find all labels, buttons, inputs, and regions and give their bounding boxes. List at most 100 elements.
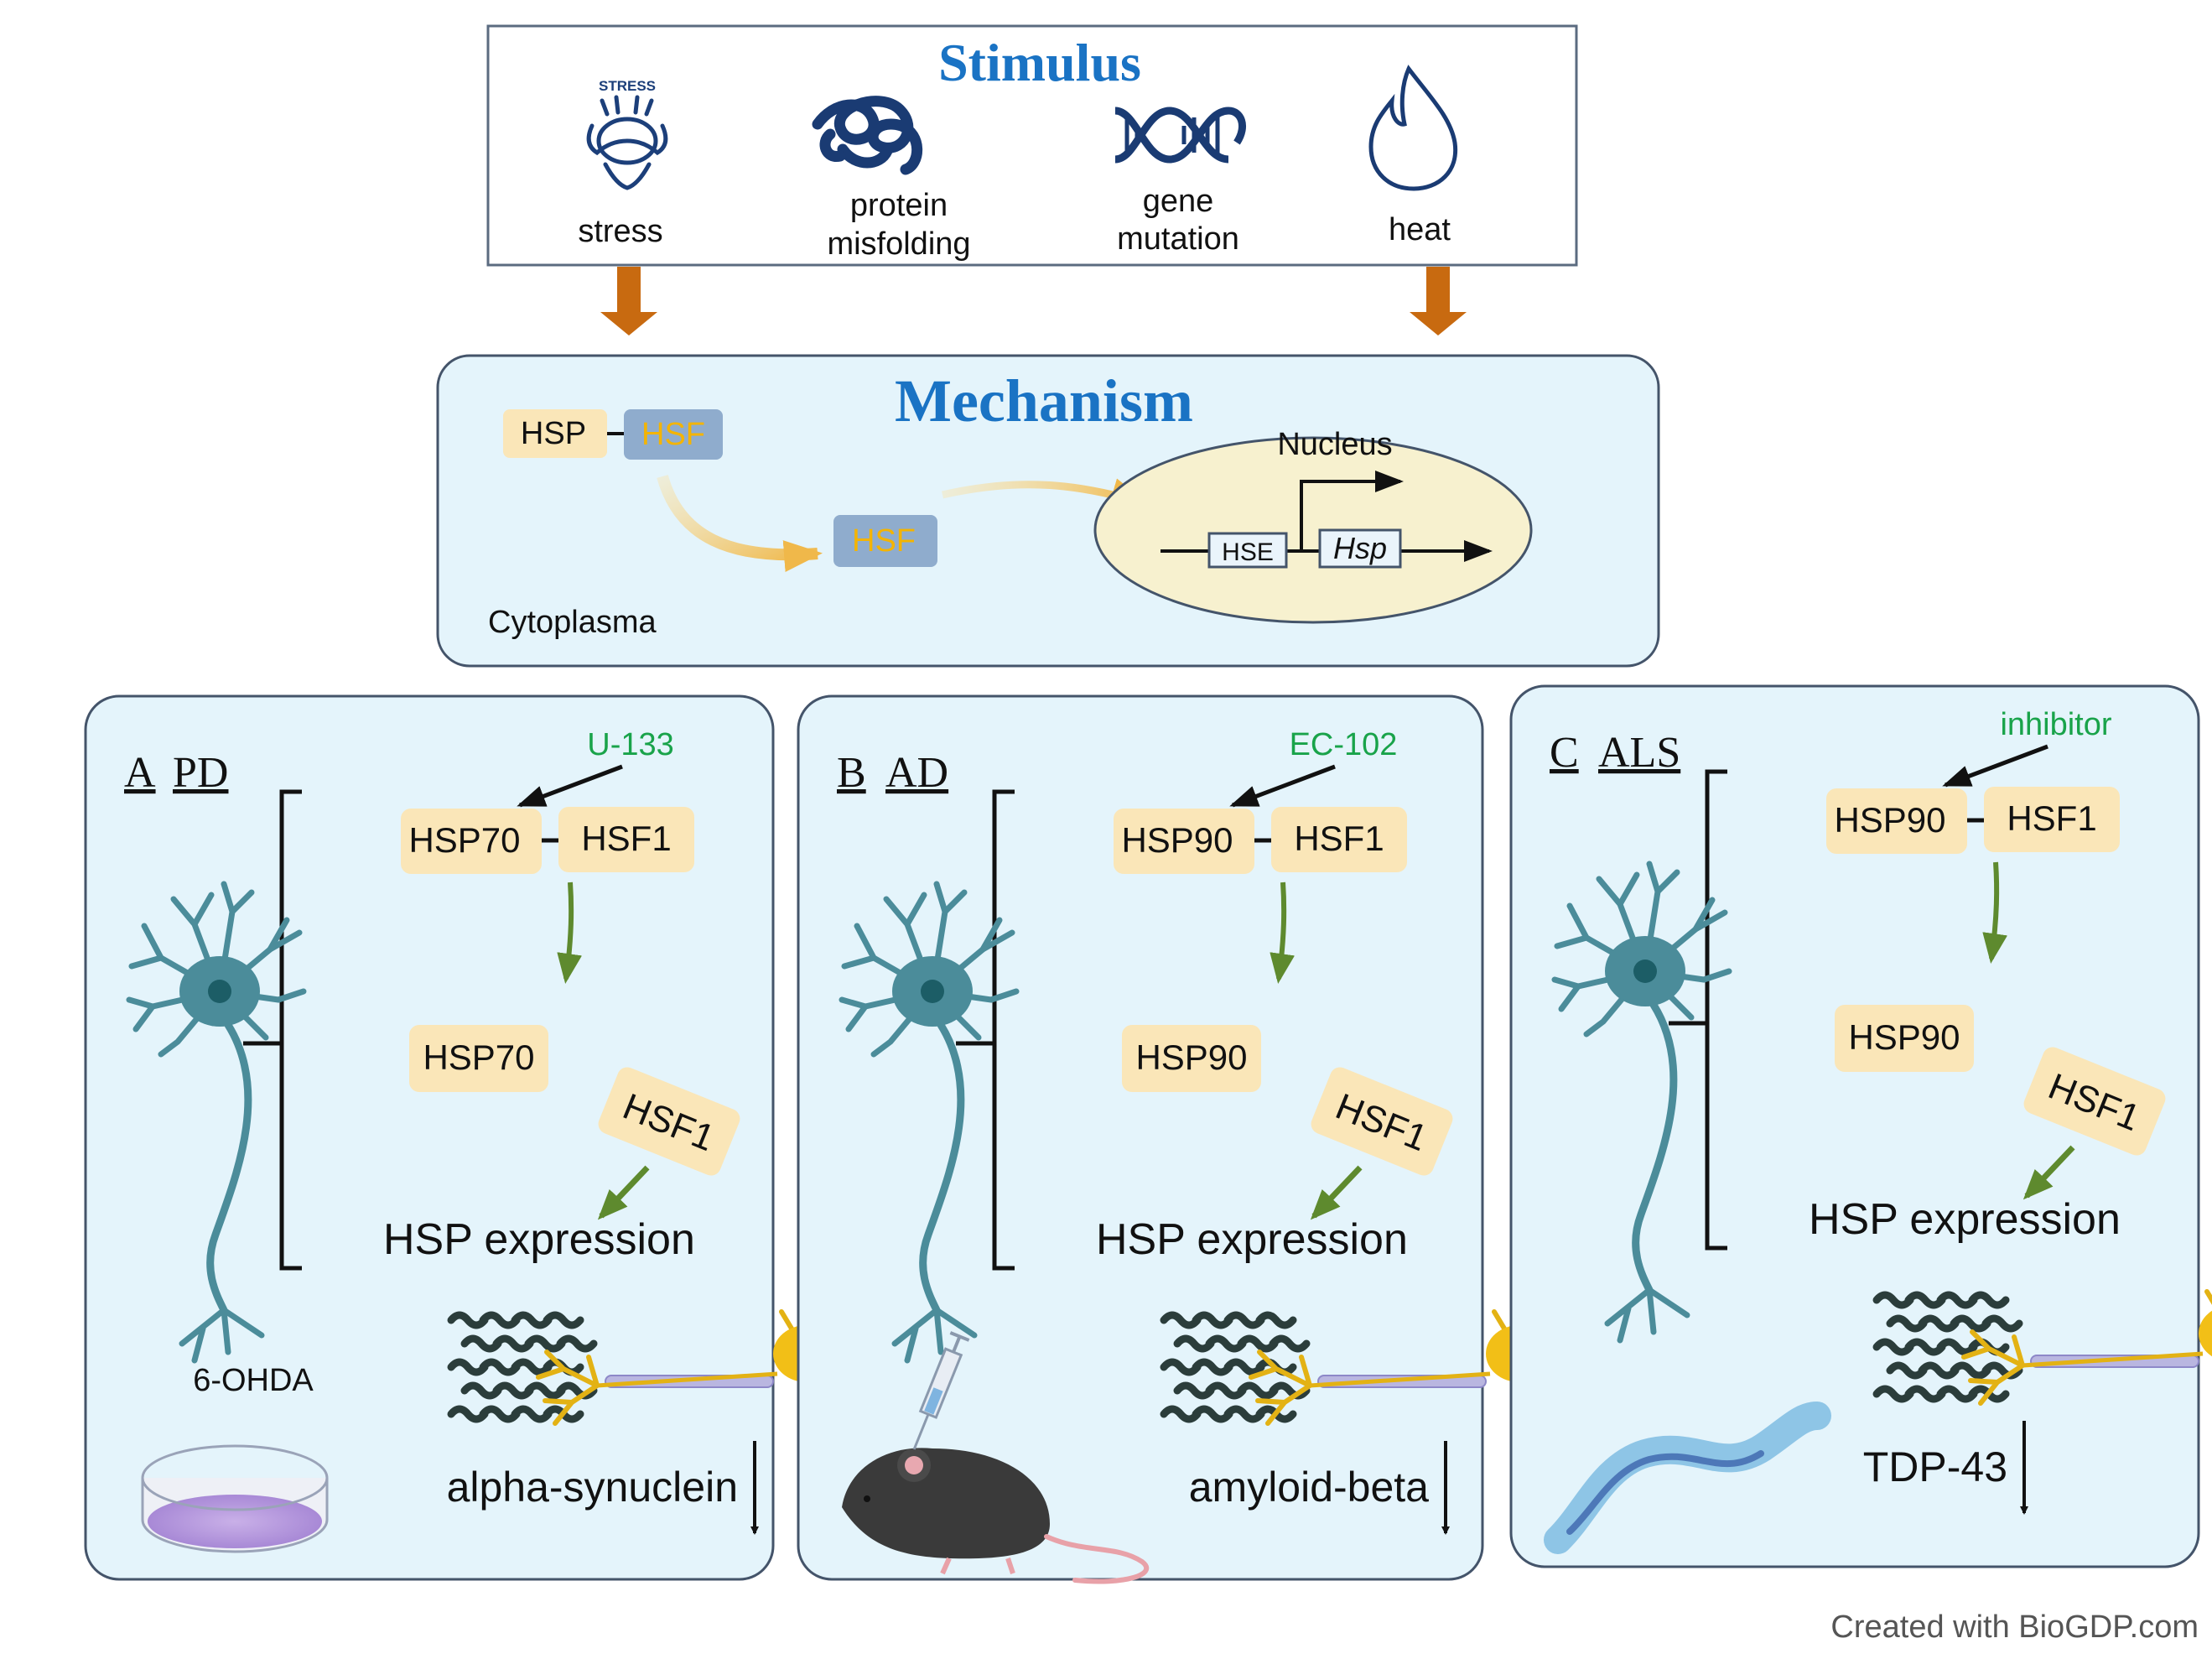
panel-disease-title: PD [173, 749, 228, 797]
orange-arrow-right-shaft [1426, 267, 1450, 314]
orange-arrow-left-head [600, 312, 657, 335]
orange-arrow-left-shaft [617, 267, 641, 314]
panel-box [797, 694, 1484, 1581]
yellow-axon [1309, 1371, 1491, 1388]
neuron-dendrite [1617, 871, 1640, 908]
hsp-complex-label: HSP70 [408, 820, 520, 860]
neuron-dendrite [845, 1003, 869, 1032]
hsp-free-box [1835, 1005, 1974, 1072]
stimulus-label-stress: stress [578, 214, 662, 249]
hsf-free-box [598, 1067, 740, 1176]
neuron-dendrite [191, 892, 215, 928]
stimulus-box [486, 24, 1578, 267]
hsf-free-box [1311, 1067, 1453, 1176]
yellow-axon [596, 1371, 778, 1388]
panel-letter: B [837, 749, 866, 797]
hsf-bound-label: HSF [641, 417, 705, 452]
hsp-free-label: HSP90 [1848, 1017, 1960, 1057]
hsf-complex-box [1271, 807, 1407, 872]
neuron-dendrite [1566, 902, 1590, 941]
neuron-nucleus [921, 980, 944, 1003]
hse-box [1207, 532, 1288, 569]
hsp-expression-label: HSP expression [1809, 1195, 2121, 1244]
neuron-dendrite [979, 917, 1003, 953]
hsf-free-label: HSF [852, 523, 916, 559]
protein-label: amyloid-beta [1189, 1464, 1429, 1511]
neuron-terminals [891, 1307, 978, 1364]
neuron-axon [919, 1021, 965, 1314]
hsf-complex-box [558, 807, 694, 872]
stress-icon-text: STRESS [599, 78, 656, 94]
neuron-dendrite [1558, 983, 1581, 1012]
panel-box [1509, 684, 2200, 1568]
hsp-complex-box [401, 809, 542, 874]
activation-arrow [1310, 1165, 1363, 1220]
hsf-complex-box [1984, 787, 2120, 852]
hsp-free-box [1122, 1025, 1261, 1092]
mechanism-section: Mechanism HSP HSF HSF Nucleus HSE Hsp Cy… [436, 354, 1660, 668]
neuron-nucleus [1633, 960, 1657, 983]
neuron-dendrite [132, 1003, 156, 1032]
bracket [956, 789, 1015, 1271]
hsf-free-group: HSF1 [598, 1067, 740, 1176]
dissociation-arrow [1982, 861, 2008, 964]
protein-aggregate-icon [1872, 1291, 2023, 1403]
release-arrow [657, 475, 823, 572]
footer-credit: Created with BioGDP.com [1830, 1610, 2199, 1645]
hsp-expression-label: HSP expression [383, 1215, 695, 1264]
bracket [243, 789, 302, 1271]
hsp-free-label: HSP70 [423, 1038, 534, 1077]
stimulus-label-gene-1: gene [1143, 184, 1214, 219]
nucleus-label: Nucleus [1277, 427, 1392, 462]
hsp-free-label: HSP90 [1135, 1038, 1247, 1077]
dissociation-arrow [557, 882, 583, 984]
inhibition-arrow [1229, 764, 1336, 808]
mouse-injection-icon [842, 1331, 1150, 1584]
panel-letter: C [1550, 729, 1579, 777]
stimulus-to-mechanism-arrows [600, 267, 1467, 335]
dissociation-arrow [1270, 882, 1296, 984]
protein-label: alpha-synuclein [447, 1464, 738, 1511]
transcription-start-arrow [1300, 471, 1404, 551]
worm-icon [1544, 1402, 1831, 1554]
panel-letter: A [124, 749, 156, 797]
neuron-dendrite [141, 923, 164, 961]
hsp-expression-label: HSP expression [1096, 1215, 1408, 1264]
stimulus-title: Stimulus [938, 33, 1141, 92]
activation-arrow [2022, 1145, 2075, 1200]
inhibition-arrow [1942, 744, 2048, 788]
protein-label: TDP-43 [1863, 1443, 2007, 1490]
neuron-axon [1632, 1001, 1678, 1294]
hsp-complex-box [1114, 809, 1254, 874]
inhibitor-label: inhibitor [2000, 707, 2111, 742]
hsf-free-box [2023, 1047, 2166, 1156]
inhibitor-label: U-133 [587, 727, 674, 762]
panel-box [84, 694, 775, 1581]
hsp-complex-label: HSP90 [1834, 800, 1945, 840]
tangled-protein-icon [812, 96, 923, 175]
hse-label: HSE [1222, 538, 1274, 566]
neuron-terminals [1604, 1287, 1690, 1344]
petri-dish-icon [141, 1444, 329, 1553]
hsf-free-group: HSF1 [1311, 1067, 1453, 1176]
neuron-dendrite [904, 892, 927, 928]
hsp-gene-box [1318, 528, 1402, 569]
nucleus [1093, 436, 1533, 624]
neuron-terminals [179, 1307, 265, 1364]
neuron-dendrite [1692, 897, 1716, 933]
protein-aggregate-icon [447, 1311, 598, 1423]
hsp-box [503, 409, 607, 458]
neuron-nucleus [208, 980, 231, 1003]
hsf-complex-label: HSF1 [581, 819, 671, 858]
stimulus-label-gene-2: mutation [1117, 221, 1239, 257]
hsp-free-box [409, 1025, 548, 1092]
hsp-complex-label: HSP90 [1121, 820, 1233, 860]
activation-arrow [597, 1165, 650, 1220]
neuron-dendrite [942, 889, 968, 915]
orange-arrow-right-head [1410, 312, 1467, 335]
inhibitor-label: EC-102 [1290, 727, 1398, 762]
